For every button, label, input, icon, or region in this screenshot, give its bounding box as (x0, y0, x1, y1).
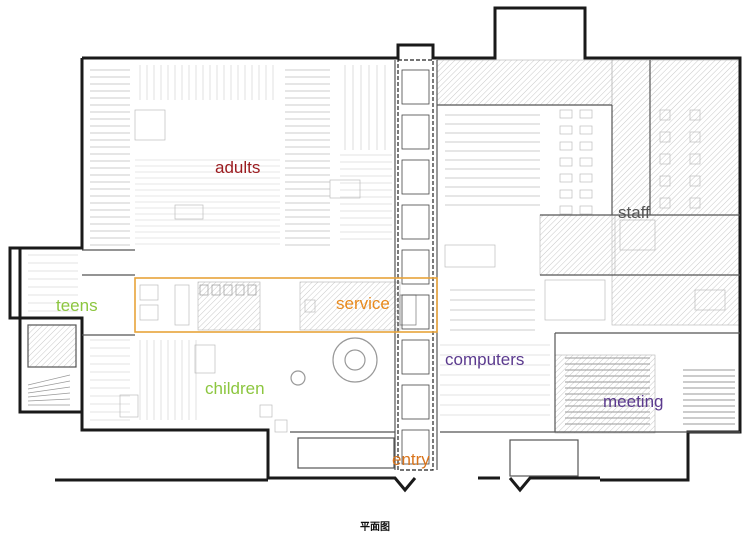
zone-label-staff: staff (618, 203, 650, 222)
central-corridor (397, 59, 434, 471)
service-highlight (134, 277, 438, 333)
plan-caption: 平面图 (360, 522, 390, 533)
shelving-pattern (27, 65, 735, 433)
zone-label-meeting: meeting (603, 392, 664, 411)
zone-label-children: children (205, 379, 265, 398)
zone-label-service: service (336, 294, 390, 313)
corridor-bays (401, 69, 430, 465)
zone-label-teens: teens (56, 296, 98, 315)
zone-label-entry: entry (392, 450, 430, 469)
zone-label-computers: computers (445, 350, 525, 369)
zone-label-adults: adults (215, 158, 261, 177)
story-circle (290, 337, 378, 386)
staff-hatch (27, 59, 741, 434)
interior-walls (27, 60, 740, 477)
